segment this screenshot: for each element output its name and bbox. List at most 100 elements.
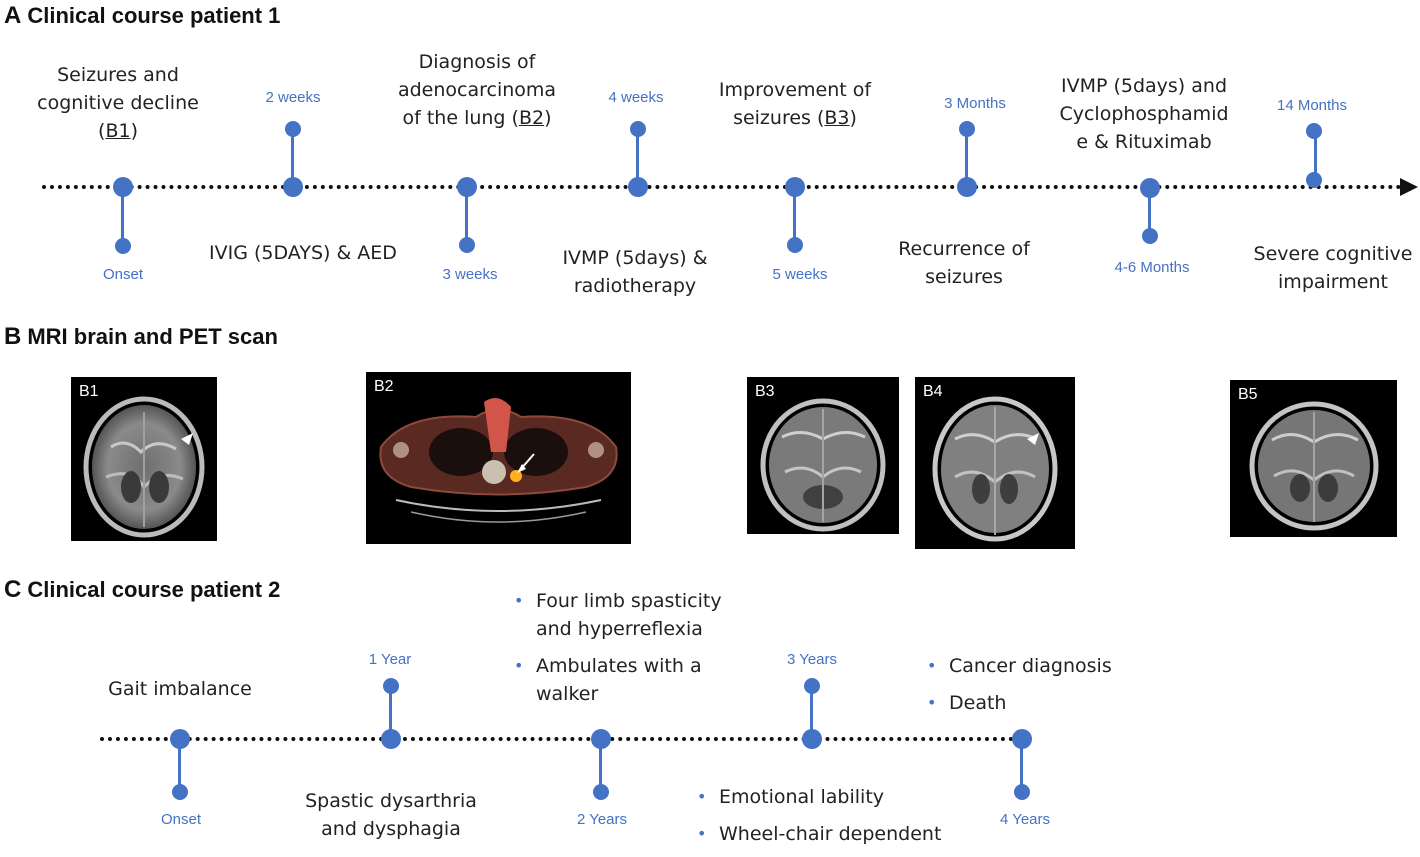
timeline-a-stem-3weeks <box>465 196 468 243</box>
time-label-5weeks: 5 weeks <box>772 266 828 283</box>
scan-b2-pet: B2 <box>366 372 631 544</box>
event-death: Death <box>927 689 1147 717</box>
timeline-a-stem-5weeks <box>793 196 796 243</box>
event-list-2years: Four limb spasticity and hyperreflexia A… <box>514 587 734 717</box>
timeline-a-stem-4weeks <box>636 133 639 179</box>
time-label-2weeks: 2 weeks <box>265 89 321 106</box>
time-label-2years: 2 Years <box>576 811 628 828</box>
timeline-a-marker-onset <box>115 238 131 254</box>
panel-b-title-text: MRI brain and PET scan <box>27 324 278 349</box>
timeline-c-marker-2years <box>593 784 609 800</box>
timeline-c-line <box>100 737 1030 741</box>
event-ambulates-walker: Ambulates with a walker <box>514 652 734 708</box>
timeline-a-marker-4-6months <box>1142 228 1158 244</box>
event-gait-imbalance: Gait imbalance <box>108 678 252 700</box>
time-label-1year: 1 Year <box>368 651 412 668</box>
event-emotional-lability: Emotional lability <box>697 783 967 811</box>
event-ivmp-radiotherapy: IVMP (5days) & radiotherapy <box>562 247 708 297</box>
figure-ref-b3: B3 <box>824 107 850 129</box>
scan-label-b5: B5 <box>1238 386 1258 403</box>
event-improvement-text: Improvement of seizures <box>718 79 872 129</box>
scan-b2-image <box>379 398 618 523</box>
event-improvement-seizures: Improvement of seizures (B3) <box>718 79 872 129</box>
timeline-a-node-4weeks <box>628 177 648 197</box>
scan-b4-image <box>932 396 1058 542</box>
time-label-c-onset: Onset <box>160 811 202 828</box>
event-ivig-aed: IVIG (5DAYS) & AED <box>209 242 397 264</box>
timeline-c-stem-4years <box>1020 748 1023 788</box>
scan-label-b3: B3 <box>755 383 775 400</box>
event-list-3years: Emotional lability Wheel-chair dependent <box>697 783 967 857</box>
timeline-a-marker-2weeks <box>285 121 301 137</box>
timeline-c-stem-1year <box>389 690 392 731</box>
scan-b5-mri: B5 <box>1230 380 1397 537</box>
event-severe-cognitive-impairment: Severe cognitive impairment <box>1253 243 1413 293</box>
figure-ref-b1: B1 <box>105 120 131 142</box>
time-label-4years: 4 Years <box>999 811 1051 828</box>
timeline-c-node-1year <box>381 729 401 749</box>
timeline-c-node-onset <box>170 729 190 749</box>
scan-b1-image <box>83 396 205 538</box>
time-label-onset: Onset <box>102 266 144 283</box>
timeline-a-node-3months <box>957 177 977 197</box>
scan-b3-image <box>760 398 886 532</box>
event-cancer-diagnosis: Cancer diagnosis <box>927 652 1147 680</box>
event-diagnosis-adenocarcinoma: Diagnosis of adenocarcinoma of the lung … <box>397 51 557 129</box>
timeline-c-node-2years <box>591 729 611 749</box>
scan-b4-mri: B4 <box>915 377 1075 549</box>
timeline-a-node-2weeks <box>283 177 303 197</box>
panel-c-title-text: Clinical course patient 2 <box>27 577 281 602</box>
figure-ref-b2: B2 <box>518 107 545 129</box>
event-ivmp-cyclophosphamide-rituximab: IVMP (5days) and Cyclophosphamid e & Rit… <box>1059 75 1229 153</box>
timeline-a-marker-14months <box>1306 123 1322 139</box>
timeline-c-marker-onset <box>172 784 188 800</box>
event-wheelchair-dependent: Wheel-chair dependent <box>697 820 967 848</box>
scan-label-b2: B2 <box>374 378 394 395</box>
event-recurrence-seizures: Recurrence of seizures <box>898 238 1030 288</box>
timeline-c-stem-onset <box>178 748 181 788</box>
time-label-3months: 3 Months <box>944 95 1006 112</box>
timeline-a-arrowhead <box>1400 178 1418 196</box>
time-label-4-6months: 4-6 Months <box>1114 259 1190 276</box>
scan-label-b1: B1 <box>79 383 99 400</box>
timeline-a-node-onset <box>113 177 133 197</box>
time-label-4weeks: 4 weeks <box>608 89 664 106</box>
timeline-a-marker-4weeks <box>630 121 646 137</box>
timeline-c-marker-1year <box>383 678 399 694</box>
timeline-c-marker-3years <box>804 678 820 694</box>
timeline-a-stem-14months <box>1314 135 1317 175</box>
time-label-3weeks: 3 weeks <box>442 266 498 283</box>
timeline-a-marker-3weeks <box>459 237 475 253</box>
scan-b5-image <box>1249 401 1379 531</box>
timeline-a-node-4-6months <box>1140 178 1160 198</box>
event-seizures-text: Seizures and cognitive decline <box>37 64 199 114</box>
event-diagnosis-text: Diagnosis of adenocarcinoma of the lung <box>397 51 557 129</box>
timeline-a-node-14months <box>1306 172 1322 188</box>
timeline-c-marker-4years <box>1014 784 1030 800</box>
timeline-a-node-3weeks <box>457 177 477 197</box>
timeline-a-stem-onset <box>121 196 124 241</box>
panel-c-letter: C <box>4 576 22 603</box>
event-list-4years: Cancer diagnosis Death <box>927 652 1147 726</box>
timeline-a-node-5weeks <box>785 177 805 197</box>
timeline-a-stem-2weeks <box>291 133 294 179</box>
scan-b3-mri: B3 <box>747 377 899 534</box>
timeline-a-marker-5weeks <box>787 237 803 253</box>
timeline-a-stem-4-6months <box>1148 196 1151 232</box>
event-spastic-dysarthria: Spastic dysarthria and dysphagia <box>305 790 477 840</box>
event-four-limb-spasticity: Four limb spasticity and hyperreflexia <box>514 587 734 643</box>
timeline-c-node-3years <box>802 729 822 749</box>
timeline-c-stem-2years <box>599 748 602 788</box>
timeline-c-stem-3years <box>810 690 813 731</box>
timeline-a-stem-3months <box>965 133 968 179</box>
time-label-3years: 3 Years <box>786 651 838 668</box>
panel-a-letter: A <box>4 2 22 29</box>
event-seizures-cognitive-decline: Seizures and cognitive decline (B1) <box>37 64 199 142</box>
scan-label-b4: B4 <box>923 383 943 400</box>
time-label-14months: 14 Months <box>1276 97 1348 114</box>
panel-b-letter: B <box>4 323 22 350</box>
timeline-a-line <box>42 185 1402 189</box>
